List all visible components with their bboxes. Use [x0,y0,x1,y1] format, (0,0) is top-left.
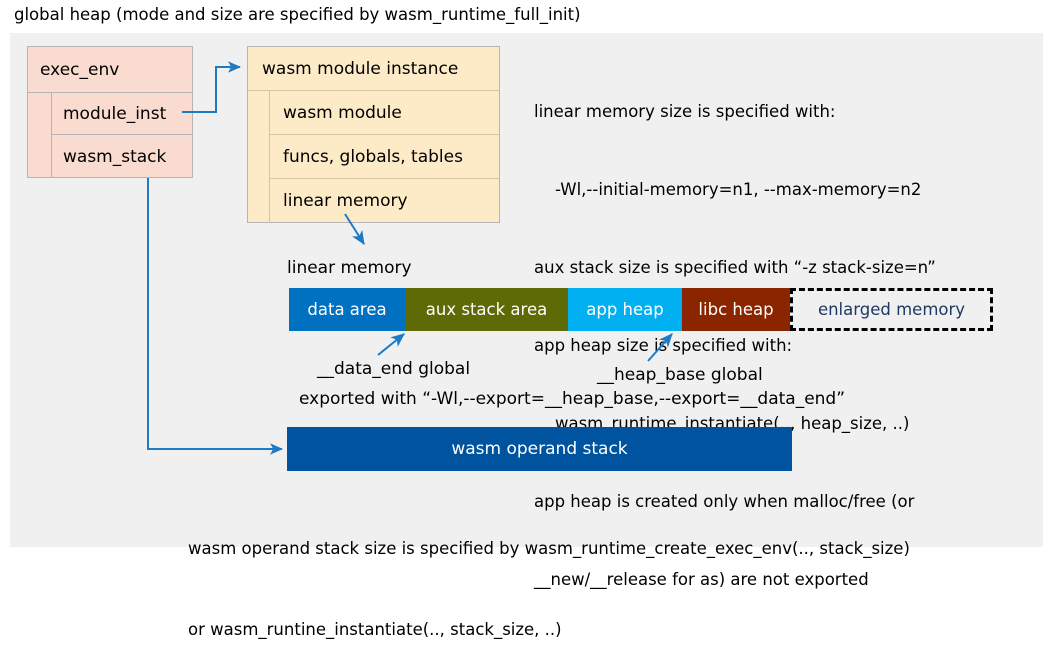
exec-env-indent-gutter [28,93,52,178]
wasm-operand-stack-bar: wasm operand stack [287,427,792,471]
exec-env-field-module-inst: module_inst [52,93,192,135]
wasm-module-instance-indent-gutter [248,91,270,223]
module-instance-field-linear-memory: linear memory [283,191,408,211]
operand-stack-note-line-2: or wasm_runtine_instantiate(.., stack_si… [188,620,562,639]
exec-env-box: exec_env module_inst wasm_stack [27,46,193,178]
operand-stack-note-line-1: wasm operand stack size is specified by … [188,539,910,558]
memory-segment-aux-stack-area: aux stack area [405,288,568,331]
config-note-line-3: aux stack size is specified with “-z sta… [534,258,936,277]
memory-segment-libc-heap: libc heap [682,288,790,331]
config-note-line-1: linear memory size is specified with: [534,102,836,121]
memory-segment-app-heap: app heap [568,288,682,331]
operand-stack-notes-block: wasm operand stack size is specified by … [188,481,910,670]
page-title: global heap (mode and size are specified… [14,5,581,24]
module-instance-field-wasm-module: wasm module [270,91,499,135]
module-instance-field-funcs-globals-tables: funcs, globals, tables [270,135,499,179]
annotation-heap-base: __heap_base global [597,365,763,385]
wasm-module-instance-title: wasm module instance [248,47,499,91]
linear-memory-caption: linear memory [287,258,412,278]
memory-segment-enlarged-memory: enlarged memory [790,288,993,331]
config-note-line-6: app heap is created only when malloc/fre… [534,492,915,511]
exec-env-title: exec_env [28,47,192,93]
exec-env-field-wasm-stack: wasm_stack [63,146,167,167]
annotation-data-end: __data_end global [317,359,471,379]
wasm-module-instance-box: wasm module instance wasm module funcs, … [247,46,500,223]
annotation-exported-with: exported with “-Wl,--export=__heap_base,… [299,389,846,409]
linear-memory-bar: data area aux stack area app heap libc h… [289,288,993,331]
wasm-module-instance-fields-container: wasm module funcs, globals, tables linea… [248,91,499,223]
memory-segment-data-area: data area [289,288,405,331]
config-note-line-2: -Wl,--initial-memory=n1, --max-memory=n2 [534,180,922,199]
exec-env-fields-container: module_inst wasm_stack [28,93,192,178]
config-note-line-4: app heap size is specified with: [534,336,793,355]
